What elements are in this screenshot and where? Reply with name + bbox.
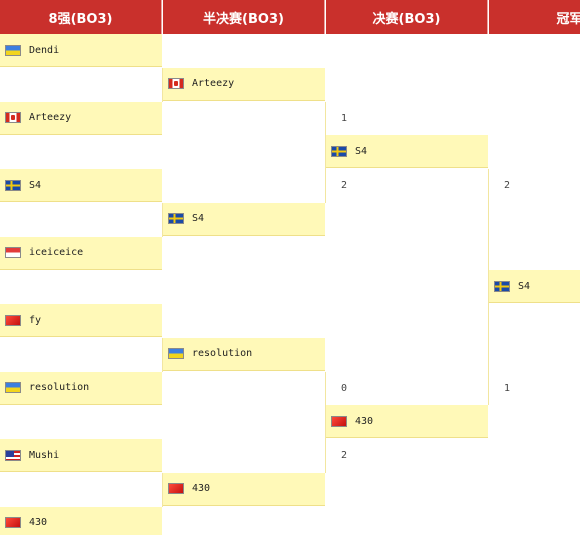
singapore-flag-icon [5, 247, 21, 258]
bracket-entry[interactable]: iceiceice [0, 236, 162, 270]
sweden-flag-icon [494, 280, 510, 292]
bracket-entry[interactable]: S4 [326, 135, 488, 169]
ukraine-flag-icon [168, 348, 184, 360]
bracket-entry[interactable]: 430 [326, 405, 488, 439]
bracket-entry[interactable]: 430 [163, 472, 325, 506]
bracket-entry[interactable]: Arteezy [0, 101, 162, 135]
match-score: 2 [504, 180, 511, 191]
sweden-flag-icon [168, 213, 184, 225]
header-finals: 决赛(BO3) [326, 0, 488, 34]
player-name: S4 [29, 179, 42, 191]
china-flag-icon [168, 483, 184, 495]
player-name: resolution [29, 382, 90, 393]
header-semifinals: 半决赛(BO3) [163, 0, 325, 34]
header-quarterfinals: 8强(BO3) [0, 0, 162, 34]
player-name: 430 [355, 415, 374, 427]
sweden-flag-icon [331, 145, 347, 157]
bracket-entry[interactable]: Mushi [0, 439, 162, 472]
bracket-entry[interactable]: S4 [0, 169, 162, 202]
player-name: S4 [355, 145, 368, 157]
bracket-entry[interactable]: fy [0, 304, 162, 337]
player-name: 430 [192, 483, 211, 495]
player-name: iceiceice [29, 247, 84, 258]
bracket-entry[interactable]: resolution [0, 371, 162, 405]
player-name: fy [29, 314, 42, 326]
canada-flag-icon [5, 112, 21, 123]
bracket-entry[interactable]: S4 [163, 202, 325, 236]
player-name: Arteezy [29, 112, 72, 123]
bracket-connector [162, 472, 163, 507]
player-name: S4 [192, 213, 205, 225]
bracket-entry[interactable]: resolution [163, 337, 325, 371]
ukraine-flag-icon [5, 44, 21, 56]
player-name: Dendi [29, 44, 60, 56]
bracket-connector [325, 101, 326, 203]
match-score: 0 [341, 382, 348, 394]
bracket-entry[interactable]: 430 [0, 506, 162, 535]
match-score: 2 [341, 180, 348, 191]
ukraine-flag-icon [5, 382, 21, 393]
match-score: 1 [504, 382, 511, 394]
canada-flag-icon [168, 78, 184, 90]
bracket-connector [325, 371, 326, 473]
china-flag-icon [5, 517, 21, 528]
bracket-connector [162, 202, 163, 237]
bracket-connector [488, 169, 489, 406]
match-score: 2 [341, 450, 348, 461]
player-name: Mushi [29, 449, 60, 461]
match-score: 1 [341, 112, 348, 124]
china-flag-icon [331, 415, 347, 427]
player-name: 430 [29, 517, 48, 528]
bracket-connector [162, 67, 163, 102]
header-champion: 冠军 [489, 0, 580, 34]
bracket-entry[interactable]: S4 [489, 270, 580, 304]
player-name: resolution [192, 348, 253, 360]
sweden-flag-icon [5, 179, 21, 191]
china-flag-icon [5, 314, 21, 326]
bracket-entry[interactable]: Arteezy [163, 67, 325, 101]
bracket-connector [162, 337, 163, 372]
player-name: Arteezy [192, 78, 235, 90]
bracket-entry[interactable]: Dendi [0, 34, 162, 67]
malaysia-flag-icon [5, 449, 21, 461]
player-name: S4 [518, 280, 531, 292]
